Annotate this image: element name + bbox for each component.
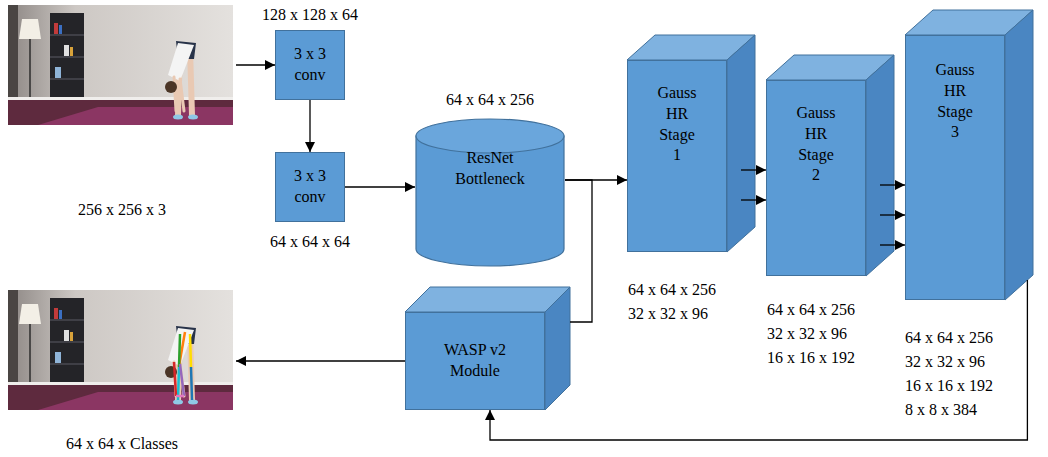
dimension-label: 32 x 32 x 96	[905, 352, 985, 371]
bottleneck-cylinder: ResNet Bottleneck	[415, 118, 565, 268]
dimension-label: 16 x 16 x 192	[767, 348, 855, 367]
dimension-label: 64 x 64 x Classes	[66, 434, 178, 453]
connector-arrow	[741, 199, 766, 200]
input-arrow	[236, 64, 275, 65]
node-label: Gauss HR Stage 1	[654, 83, 700, 166]
conv-box: 3 x 3 conv	[275, 152, 345, 222]
node-label: WASP v2 Module	[438, 340, 512, 382]
box-top-face	[405, 287, 570, 312]
input-photo	[8, 5, 233, 125]
stage-box: Gauss HR Stage 3	[905, 35, 1005, 300]
dimension-label: 64 x 64 x 256	[628, 280, 716, 299]
connector-arrow	[345, 186, 415, 187]
box-side-face	[1005, 10, 1033, 300]
output-arrow	[236, 360, 405, 361]
dimension-label: 64 x 64 x 256	[446, 90, 534, 109]
cylinder-top	[416, 119, 564, 153]
dimension-label: 64 x 64 x 64	[270, 232, 350, 251]
dimension-label: 32 x 32 x 96	[767, 324, 847, 343]
node-label: ResNet Bottleneck	[435, 148, 545, 190]
dimension-label: 8 x 8 x 384	[905, 400, 977, 419]
connector-arrow	[565, 180, 592, 322]
node-label: Gauss HR Stage 2	[793, 103, 839, 186]
connector-arrow	[880, 184, 905, 185]
node-label: Gauss HR Stage 3	[932, 60, 978, 143]
connector-arrow	[490, 280, 1027, 440]
connector-arrow	[880, 244, 905, 245]
box-side-face	[545, 287, 570, 410]
dimension-label: 256 x 256 x 3	[78, 200, 166, 219]
dimension-label: 64 x 64 x 256	[905, 328, 993, 347]
cylinder-shape	[415, 118, 565, 268]
node-label: 3 x 3 conv	[288, 166, 332, 208]
connector-arrow	[880, 214, 905, 215]
connector-arrow	[309, 100, 310, 152]
connector-arrow	[741, 169, 766, 170]
dimension-label: 64 x 64 x 256	[767, 300, 855, 319]
node-label: 3 x 3 conv	[288, 44, 332, 86]
module-box: WASP v2 Module	[405, 312, 545, 410]
dimension-label: 32 x 32 x 96	[628, 304, 708, 323]
dimension-label: 16 x 16 x 192	[905, 376, 993, 395]
cylinder-body	[416, 136, 564, 266]
box-side-face	[727, 35, 755, 252]
box-side-face	[866, 55, 894, 276]
output-photo	[8, 290, 233, 410]
stage-box: Gauss HR Stage 2	[766, 80, 866, 276]
conv-box: 3 x 3 conv	[275, 30, 345, 100]
stage-box: Gauss HR Stage 1	[627, 60, 727, 252]
dimension-label: 128 x 128 x 64	[262, 5, 358, 24]
